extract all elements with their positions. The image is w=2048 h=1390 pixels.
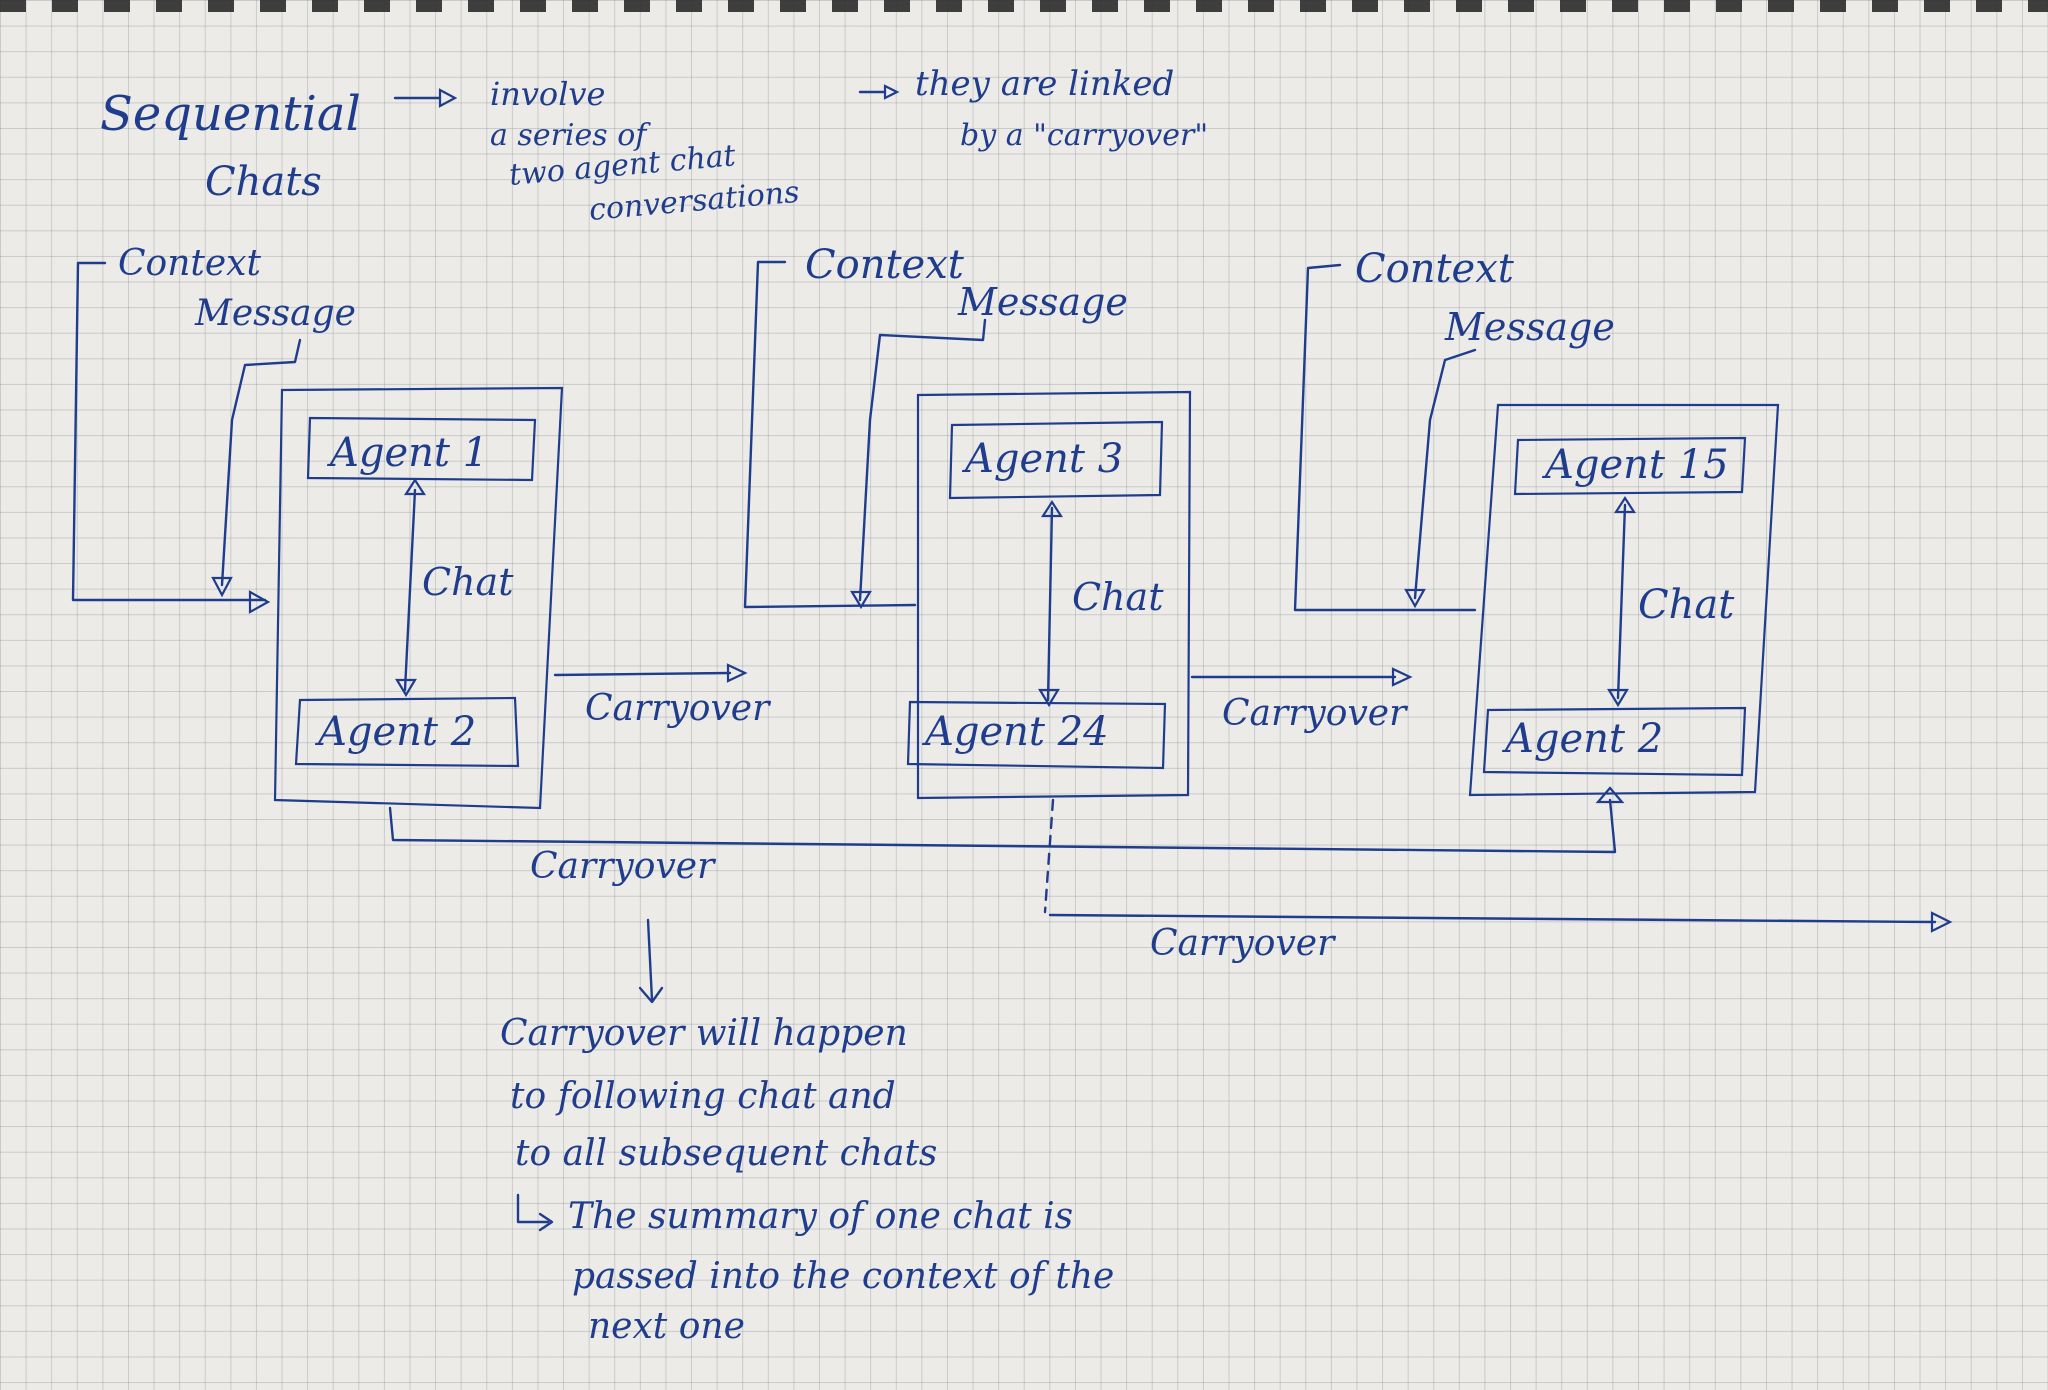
carryover-1-label: Carryover (585, 688, 771, 729)
group-1-chat-label: Chat (422, 560, 514, 604)
carryover-3-arrow-head (1595, 786, 1625, 804)
group-1: Context Message Agent 1 Chat Agent 2 (71, 243, 564, 810)
group-2-context-line (743, 260, 917, 609)
carryover-2-arrow-head (1391, 667, 1413, 687)
group-1-outer-box (273, 386, 564, 810)
explanation-corner-arrow-head (538, 1212, 554, 1232)
group-2-agent-bottom-label: Agent 24 (921, 709, 1109, 755)
group-3-message-line (1413, 348, 1477, 600)
group-2-chat-arrow-up (1040, 499, 1064, 518)
group-2-message: Message (957, 280, 1128, 324)
group-2-chat-label: Chat (1072, 575, 1164, 619)
group-2-agent-bottom-box (906, 700, 1167, 770)
group-1-message-line (220, 338, 302, 587)
explanation-arrow-head (638, 986, 664, 1004)
group-3-chat-arrow-down (1607, 688, 1629, 708)
group-1-agent-bottom-label: Agent 2 (314, 709, 476, 755)
group-2-outer-box (916, 390, 1192, 800)
linked-arrow-head (883, 84, 900, 100)
explanation-line-4: The summary of one chat is (568, 1196, 1073, 1237)
explanation-line-1: Carryover will happen (500, 1013, 908, 1054)
explanation-line-3: to all subsequent chats (515, 1133, 937, 1174)
carryover-3-line (388, 798, 1617, 854)
group-1-chat-arrow-up (403, 477, 427, 496)
carryover-4-arrow-head (1930, 911, 1953, 933)
carryover-4-line (1048, 913, 1937, 924)
group-2-message-arrow-head (850, 590, 872, 610)
note-linked-2: by a "carryover" (960, 118, 1208, 153)
group-1-agent-top-box (306, 416, 537, 482)
spiral-binding (0, 0, 2048, 12)
carryover-4-label: Carryover (1150, 923, 1336, 964)
carryover-3-label: Carryover (530, 846, 716, 887)
group-3-agent-bottom-box (1482, 706, 1747, 777)
explanation-corner-arrow (516, 1193, 550, 1224)
title-arrow-head (438, 88, 458, 108)
group-1-agent-top-label: Agent 1 (326, 430, 488, 476)
explanation-line-6: next one (588, 1306, 745, 1347)
explanation-line-2: to following chat and (510, 1076, 896, 1117)
group-1-context-arrow-head (248, 590, 271, 614)
group-1-message-arrow-head (211, 576, 233, 598)
carryover-1-arrow-head (726, 663, 748, 683)
group-1-chat-line (403, 488, 417, 692)
group-1-agent-bottom-box (294, 696, 520, 768)
carryover-4-dashed (1043, 798, 1055, 914)
group-3: Context Message Agent 15 Chat Agent 2 (1293, 246, 1780, 797)
note-involve-2: a series of (490, 118, 651, 153)
group-1-message: Message (194, 293, 356, 334)
group-3-message: Message (1444, 305, 1615, 349)
group-2-chat-line (1046, 506, 1054, 702)
group-2-agent-top-box (948, 420, 1164, 500)
title-line-1: Sequential (100, 86, 361, 142)
explanation-arrow (646, 918, 654, 1002)
group-2: Context Message Agent 3 Chat Agent 24 (743, 242, 1192, 800)
group-1-chat-arrow-down (395, 678, 417, 698)
group-1-context-line (71, 261, 267, 602)
group-3-agent-top-label: Agent 15 (1541, 442, 1729, 488)
note-involve-1: involve (490, 75, 605, 113)
group-3-agent-bottom-label: Agent 2 (1501, 716, 1663, 762)
note-linked-1: they are linked (915, 64, 1174, 104)
group-2-chat-arrow-down (1038, 688, 1060, 708)
group-3-agent-top-box (1513, 436, 1747, 496)
explanation-line-5: passed into the context of the (572, 1256, 1114, 1297)
group-2-context: Context (805, 242, 965, 288)
group-3-chat-label: Chat (1638, 582, 1735, 628)
group-3-outer-box (1468, 403, 1780, 797)
title-line-2: Chats (205, 159, 322, 205)
group-3-message-arrow-head (1404, 588, 1426, 609)
group-3-chat-line (1616, 503, 1627, 700)
group-3-context: Context (1355, 246, 1515, 292)
group-3-context-line (1293, 263, 1477, 612)
group-2-message-line (858, 318, 987, 602)
group-1-context: Context (118, 243, 261, 284)
group-3-chat-arrow-up (1613, 495, 1637, 514)
carryover-2-label: Carryover (1222, 693, 1408, 734)
group-2-agent-top-label: Agent 3 (961, 436, 1123, 482)
carryover-1-line (553, 671, 732, 677)
